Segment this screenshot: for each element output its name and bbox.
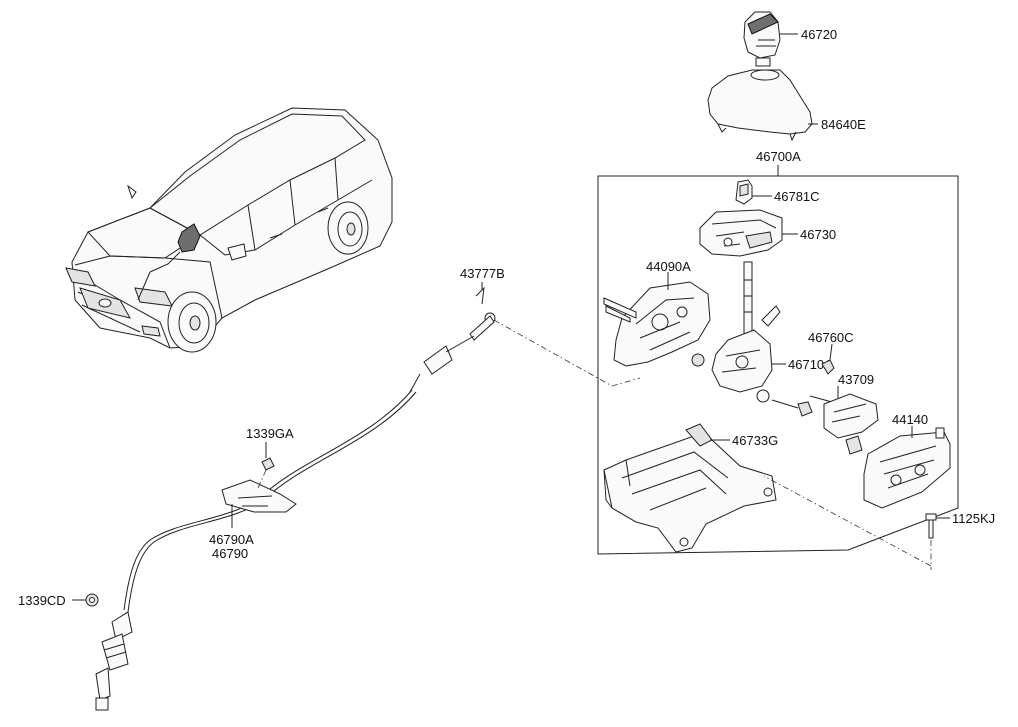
label-lever-assembly: 46710A bbox=[788, 357, 833, 372]
label-clip-small: 46760C bbox=[808, 330, 854, 345]
part-base-bracket bbox=[603, 423, 777, 553]
label-boot: 84640E bbox=[821, 117, 866, 132]
part-bracket-top bbox=[735, 179, 753, 205]
label-cable-assembly-a: 46790A bbox=[209, 532, 254, 547]
label-bolt: 1125KJ bbox=[952, 511, 995, 526]
label-cable-pin: 43777B bbox=[460, 266, 505, 281]
label-knob: 46720 bbox=[801, 27, 837, 42]
part-boot bbox=[707, 69, 813, 142]
assembly-frame bbox=[597, 175, 959, 555]
label-control-module: 44140 bbox=[892, 412, 928, 427]
label-cover-plate: 44090A bbox=[646, 259, 691, 274]
label-nut: 1339CD bbox=[18, 593, 66, 608]
part-cable-pin bbox=[475, 286, 485, 305]
part-solenoid-unit bbox=[809, 393, 879, 455]
label-bracket-top: 46781C bbox=[774, 189, 820, 204]
part-nut bbox=[85, 593, 99, 607]
part-bolt bbox=[925, 513, 937, 539]
part-cable bbox=[95, 312, 496, 711]
part-clip-cable bbox=[261, 457, 275, 471]
part-cover-plate bbox=[603, 281, 711, 367]
label-indicator-housing: 46730 bbox=[800, 227, 836, 242]
label-solenoid-unit: 43709 bbox=[838, 372, 874, 387]
part-knob bbox=[743, 11, 781, 67]
label-clip-cable: 1339GA bbox=[246, 426, 294, 441]
label-base-bracket: 46733G bbox=[732, 433, 778, 448]
label-cable-assembly: 46790 bbox=[212, 546, 248, 561]
car-illustration bbox=[65, 107, 393, 353]
part-clip-small bbox=[821, 359, 835, 375]
part-indicator-housing bbox=[699, 209, 783, 257]
part-lever-assembly bbox=[691, 261, 813, 417]
part-control-module bbox=[863, 427, 951, 509]
label-shifter-assembly: 46700A bbox=[756, 149, 801, 164]
